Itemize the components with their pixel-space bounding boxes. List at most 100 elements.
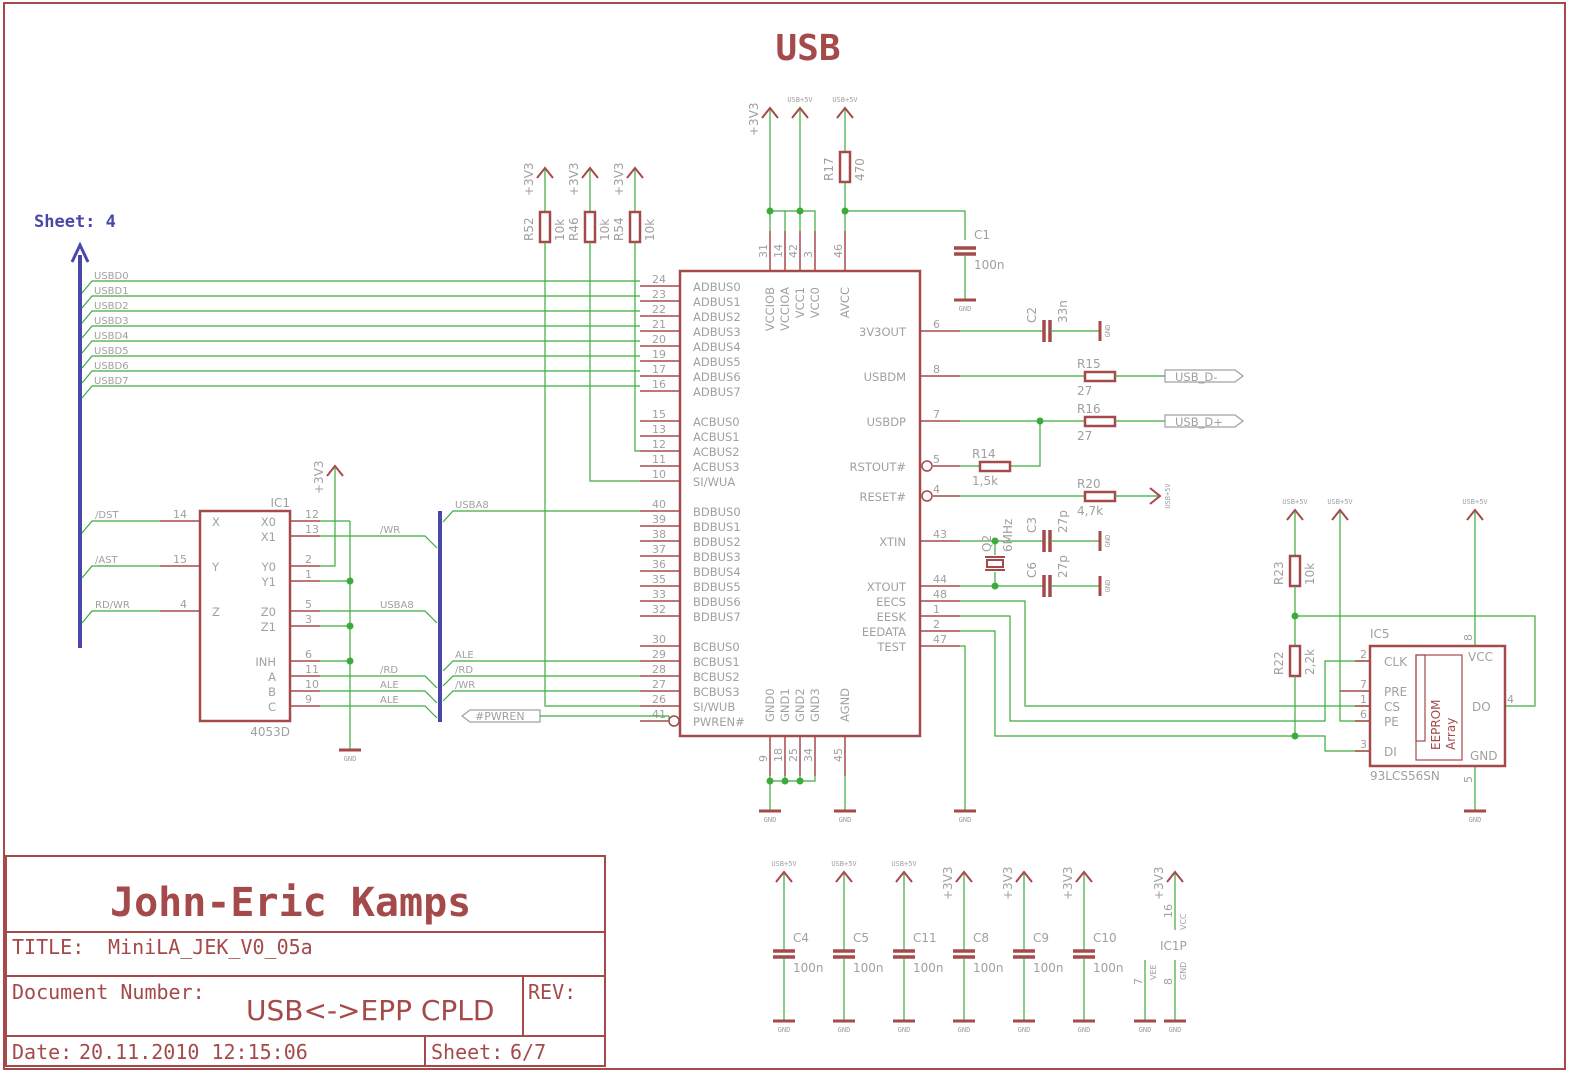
pin-number: 2	[933, 618, 940, 631]
pin-number: 40	[652, 498, 666, 511]
junction-dot	[766, 207, 774, 215]
pin-number: 13	[305, 523, 319, 536]
pin-number: 12	[305, 508, 319, 521]
capacitor-value: 100n	[1093, 961, 1124, 975]
capacitor-value: 100n	[913, 961, 944, 975]
net-label: USBD1	[94, 286, 129, 297]
pin-number: 28	[652, 663, 666, 676]
pin-name: Y0	[261, 560, 276, 574]
pin-name: AVCC	[838, 287, 852, 318]
pin-name: EECS	[876, 595, 906, 609]
inverted-pin-icon	[921, 490, 933, 502]
ic1-chip	[198, 509, 292, 723]
pin-number: 9	[757, 755, 770, 762]
gnd-label: GND	[344, 755, 357, 763]
resistor-name: R17	[822, 157, 836, 181]
wire	[442, 690, 640, 702]
power-arrow-icon	[626, 166, 644, 179]
resistor-body	[628, 210, 642, 244]
power-arrow-icon	[761, 106, 779, 119]
junction-dot	[346, 577, 354, 585]
capacitor-value: 100n	[973, 961, 1004, 975]
title-value: MiniLA_JEK_V0_05a	[108, 935, 313, 959]
pin-number: 38	[652, 528, 666, 541]
pin-name: X1	[261, 530, 276, 544]
pin-name: VCC	[1179, 913, 1188, 930]
net-label: RD/WR	[95, 600, 130, 611]
pin-name: ACBUS1	[693, 430, 740, 444]
pin-number: 26	[652, 693, 666, 706]
pin-number: 27	[652, 678, 666, 691]
resistor-body	[1288, 644, 1302, 678]
pin-number: 34	[802, 748, 815, 762]
wire	[442, 510, 640, 523]
capacitor-value: 33n	[1056, 300, 1070, 323]
pin-name: BDBUS4	[693, 565, 741, 579]
usb-port-label: USB_D+	[1175, 415, 1223, 429]
pin-name: ADBUS1	[693, 295, 741, 309]
capacitor-name: C10	[1093, 931, 1117, 945]
pin-number: 45	[832, 748, 845, 762]
net-label: ALE	[455, 650, 474, 661]
resistor-value: 2,2k	[1303, 649, 1317, 675]
junction-dot	[781, 777, 789, 785]
power-label: +3V3	[612, 162, 626, 196]
resistor-value: 27	[1077, 429, 1092, 443]
resistor-name: R15	[1077, 357, 1101, 371]
pin-number: 37	[652, 543, 666, 556]
resistor-value: 4,7k	[1077, 504, 1103, 518]
net-label: #PWREN	[475, 710, 525, 723]
resistor-value: 10k	[598, 219, 612, 241]
pin-number: 15	[652, 408, 666, 421]
capacitor-name: C2	[1025, 307, 1039, 323]
resistor-value: 10k	[643, 219, 657, 241]
resistor-body	[583, 210, 597, 244]
power-label: +3V3	[1061, 866, 1075, 900]
pin-name: X	[212, 515, 220, 529]
wire	[1295, 615, 1536, 707]
wire	[544, 242, 640, 707]
wire	[81, 565, 160, 579]
resistor-name: R20	[1077, 477, 1101, 491]
capacitor-name: C6	[1025, 562, 1039, 578]
pin-name: XTIN	[879, 535, 906, 549]
wire	[320, 468, 336, 567]
pin-number: 5	[1462, 776, 1475, 783]
capacitor-name: C9	[1033, 931, 1049, 945]
bus-net-wire	[81, 370, 640, 384]
resistor-body	[838, 150, 852, 184]
author: John-Eric Kamps	[110, 880, 471, 926]
resistor-body	[978, 460, 1012, 473]
wire	[770, 776, 816, 782]
gnd-label: GND	[1469, 816, 1482, 824]
pin-name: A	[268, 670, 276, 684]
net-label: USBD2	[94, 301, 129, 312]
bus-net-wire	[81, 325, 640, 339]
pin-number: 30	[652, 633, 666, 646]
sheet-value: 6/7	[510, 1040, 546, 1064]
date-label: Date:	[12, 1040, 72, 1064]
power-arrow-icon	[955, 870, 973, 883]
pin-name: VEE	[1149, 964, 1158, 980]
power-arrow-icon	[835, 870, 853, 883]
pin-name: ADBUS7	[693, 385, 741, 399]
power-label: USB+5V	[832, 96, 858, 104]
power-arrow-icon	[1286, 508, 1304, 521]
pin-name: Y	[211, 560, 220, 574]
capacitor-name: C1	[974, 228, 990, 242]
power-arrow-icon	[1075, 870, 1093, 883]
capacitor-name: C11	[913, 931, 937, 945]
wire	[770, 210, 816, 231]
pin-number: 24	[652, 273, 666, 286]
pin-name: ADBUS6	[693, 370, 741, 384]
gnd-label: GND	[1104, 580, 1112, 593]
junction-dot	[346, 622, 354, 630]
pin-number: 19	[652, 348, 666, 361]
bus-net-wire	[81, 295, 640, 309]
power-label: USB+5V	[1164, 483, 1172, 509]
power-label: USB+5V	[1282, 498, 1308, 506]
pin-name: CLK	[1384, 655, 1408, 669]
net-label: USBD6	[94, 361, 129, 372]
ic-value: 4053D	[250, 725, 290, 739]
